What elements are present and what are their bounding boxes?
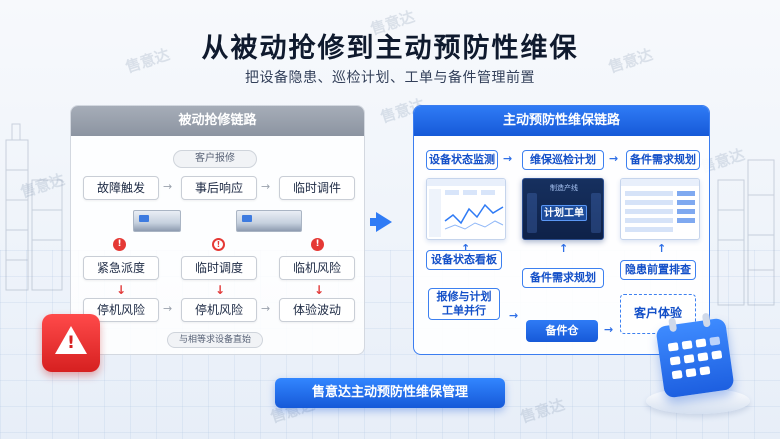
plan-work-order-label: 计划工单: [541, 205, 587, 221]
arrow-right-icon: →: [609, 152, 619, 165]
spare-warehouse-box: 备件仓: [526, 320, 598, 342]
passive-panel-title: 被动抢修链路: [71, 106, 364, 136]
arrow-right-icon: →: [509, 309, 519, 322]
arrow-up-icon: ↑: [461, 242, 471, 255]
stop-risk-box: 停机风险: [181, 298, 257, 322]
passive-repair-panel: 被动抢修链路 客户报修 故障触发 → 事后响应 → 临时调件 ! ! ! 紧急派…: [70, 105, 365, 355]
dashboard-screen-chart: [426, 178, 506, 240]
warning-icon: !: [311, 238, 324, 251]
warning-icon: !: [113, 238, 126, 251]
arrow-up-icon: ↑: [559, 242, 569, 255]
arrow-right-icon: →: [261, 302, 271, 315]
proactive-maintenance-panel: 主动预防性维保链路 设备状态监测 → 维保巡检计划 → 备件需求规划 制造产线 …: [413, 105, 710, 355]
transition-arrow-icon: [376, 212, 392, 232]
arrow-down-icon: ↓: [215, 283, 226, 297]
spare-demand-box: 备件需求规划: [522, 268, 604, 288]
inspection-plan-box: 维保巡检计划: [522, 150, 604, 170]
machine-illustration: [133, 210, 181, 232]
after-response-box: 事后响应: [181, 176, 257, 200]
device-monitoring-box: 设备状态监测: [426, 150, 498, 170]
fault-trigger-box: 故障触发: [83, 176, 159, 200]
experience-fluctuation-box: 体验波动: [279, 298, 355, 322]
arrow-right-icon: →: [163, 302, 173, 315]
spare-parts-list-screen: [620, 178, 700, 240]
arrow-down-icon: ↓: [116, 283, 127, 297]
emergency-dispatch-box: 紧急派度: [83, 256, 159, 280]
page-title: 从被动抢修到主动预防性维保: [201, 33, 579, 64]
brand-banner: 售意达主动预防性维保管理: [275, 378, 505, 408]
work-order-screen: 制造产线 计划工单: [522, 178, 604, 240]
screen-header-label: 制造产线: [550, 184, 578, 192]
transition-arrow-tail: [370, 218, 378, 226]
device-dashboard-box: 设备状态看板: [426, 250, 502, 270]
hazard-check-box: 隐患前置排查: [620, 260, 696, 280]
arrow-right-icon: →: [604, 323, 614, 336]
bottom-note-tag: 与相等求设备直始: [167, 332, 263, 348]
warning-sign-icon: !: [42, 314, 100, 372]
arrow-down-icon: ↓: [314, 283, 325, 297]
arrow-right-icon: →: [261, 180, 271, 193]
arrow-right-icon: →: [163, 180, 173, 193]
page-subtitle: 把设备隐患、巡检计划、工单与备件管理前置: [245, 70, 535, 86]
arrow-up-icon: ↑: [657, 242, 667, 255]
alert-icon: !: [212, 238, 225, 251]
temp-scheduling-box: 临时调度: [181, 256, 257, 280]
calendar-icon: [655, 312, 735, 399]
factory-illustration-left: [5, 123, 63, 291]
repair-plan-box: 报修与计划 工单并行: [428, 288, 500, 320]
spare-demand-box-top: 备件需求规划: [626, 150, 700, 170]
temp-parts-box: 临时调件: [279, 176, 355, 200]
machine-illustration: [236, 210, 302, 232]
customer-report-tag: 客户报修: [173, 150, 257, 168]
arrow-right-icon: →: [503, 152, 513, 165]
downtime-risk-box: 临机风险: [279, 256, 355, 280]
proactive-panel-title: 主动预防性维保链路: [414, 106, 709, 136]
factory-illustration-right: [717, 159, 775, 306]
